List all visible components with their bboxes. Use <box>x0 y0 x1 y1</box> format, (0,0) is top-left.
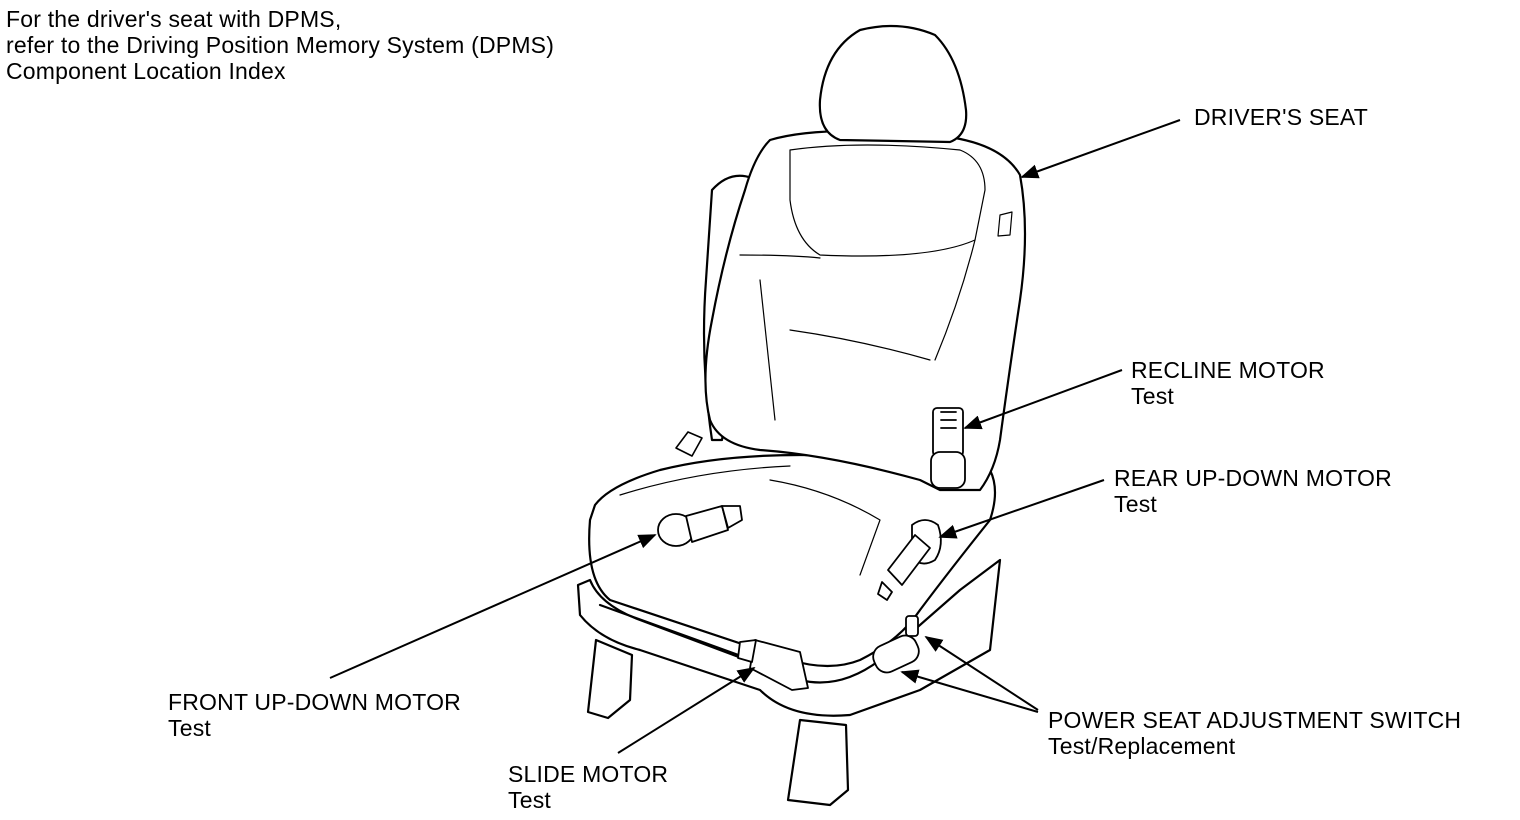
front-updown-motor-title: FRONT UP-DOWN MOTOR <box>168 689 461 715</box>
callout-front-updown-motor: FRONT UP-DOWN MOTOR Test <box>168 689 461 741</box>
power-seat-switch-icon <box>872 615 920 674</box>
dpms-note-line3[interactable]: Component Location Index <box>6 58 286 84</box>
callout-recline-motor: RECLINE MOTOR Test <box>1131 357 1325 409</box>
front-updown-motor-test-link[interactable]: Test <box>168 715 211 741</box>
belt-buckle-icon <box>675 431 703 457</box>
leader-recline-motor <box>963 369 1123 430</box>
leader-drivers-seat <box>1020 119 1181 179</box>
leader-front-updown-motor <box>329 534 657 679</box>
seat-base <box>576 558 1002 807</box>
seat-back <box>704 129 1027 492</box>
dpms-note-line2[interactable]: refer to the Driving Position Memory Sys… <box>6 32 555 58</box>
recline-motor-test-link[interactable]: Test <box>1131 383 1174 409</box>
power-seat-switch-title: POWER SEAT ADJUSTMENT SWITCH <box>1048 707 1462 733</box>
rear-updown-motor-title: REAR UP-DOWN MOTOR <box>1114 465 1392 491</box>
leader-rear-updown-motor <box>938 479 1105 539</box>
rear-updown-motor-icon <box>877 519 942 601</box>
front-updown-motor-icon <box>657 505 743 547</box>
callout-slide-motor: SLIDE MOTOR Test <box>508 761 668 813</box>
recline-motor-title: RECLINE MOTOR <box>1131 357 1325 383</box>
dpms-note: For the driver's seat with DPMS, refer t… <box>6 6 554 84</box>
rear-updown-motor-test-link[interactable]: Test <box>1114 491 1157 517</box>
slide-motor-icon <box>737 639 809 691</box>
headrest <box>818 24 968 144</box>
leader-switch-upper <box>924 636 1039 711</box>
dpms-note-line1: For the driver's seat with DPMS, <box>6 6 342 32</box>
slide-motor-test-link[interactable]: Test <box>508 787 551 813</box>
callout-rear-updown-motor: REAR UP-DOWN MOTOR Test <box>1114 465 1392 517</box>
callout-power-seat-switch: POWER SEAT ADJUSTMENT SWITCH Test/Replac… <box>1048 707 1461 759</box>
seat-cushion <box>588 453 997 668</box>
leader-slide-motor <box>617 667 756 754</box>
recline-motor-icon <box>930 407 966 489</box>
power-seat-switch-test-link[interactable]: Test/Replacement <box>1048 733 1236 759</box>
drivers-seat-title: DRIVER'S SEAT <box>1194 104 1368 130</box>
slide-motor-title: SLIDE MOTOR <box>508 761 669 787</box>
callout-drivers-seat: DRIVER'S SEAT <box>1194 104 1368 130</box>
leader-switch-lower <box>900 669 1039 713</box>
